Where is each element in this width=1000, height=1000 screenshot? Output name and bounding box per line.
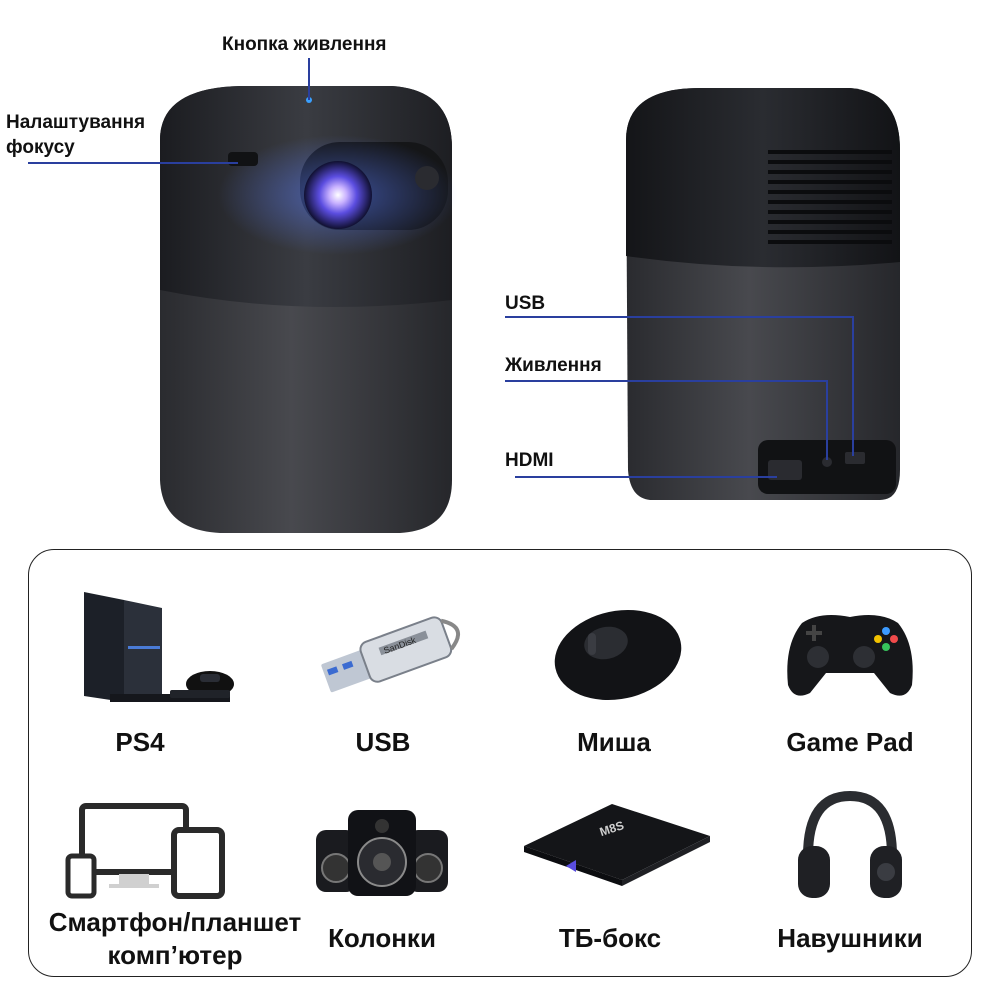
device-label-speakers: Колонки	[328, 923, 436, 953]
device-label-usb: USB	[355, 727, 411, 757]
device-label-computer-line1: Смартфон/планшет	[48, 907, 302, 937]
headphones-icon	[798, 790, 902, 898]
devices-icon	[65, 803, 225, 899]
device-label-mouse: Миша	[577, 727, 651, 757]
usb-line-h	[505, 316, 853, 318]
device-label-ps4: PS4	[115, 727, 165, 757]
power-button-line	[308, 58, 310, 100]
power-line-v	[826, 380, 828, 460]
device-label-gamepad: Game Pad	[786, 727, 914, 757]
usb-line-v	[852, 316, 854, 456]
hdmi-line	[515, 476, 777, 478]
tv-box-icon: M8S	[524, 804, 710, 886]
usb-callout: USB	[505, 293, 546, 314]
focus-line	[28, 162, 238, 164]
gamepad-icon	[787, 615, 913, 696]
projector-front-image	[160, 86, 900, 533]
power-callout: Живлення	[505, 355, 602, 376]
mouse-icon	[554, 609, 682, 701]
focus-callout-line1: Налаштування	[6, 112, 146, 133]
device-label-headphones: Навушники	[777, 923, 923, 953]
focus-callout-line2: фокусу	[6, 137, 75, 158]
device-label-computer-line2: комп’ютер	[107, 940, 243, 970]
device-label-tvbox: ТБ-бокс	[558, 923, 662, 953]
power-button-callout: Кнопка живлення	[222, 34, 387, 55]
ps4-console-icon	[84, 592, 234, 702]
compatible-devices-panel	[28, 549, 972, 977]
hdmi-callout: HDMI	[505, 450, 554, 471]
usb-flash-drive-icon: SanDisk	[321, 616, 461, 693]
power-line-h	[505, 380, 827, 382]
speakers-icon	[316, 810, 448, 896]
